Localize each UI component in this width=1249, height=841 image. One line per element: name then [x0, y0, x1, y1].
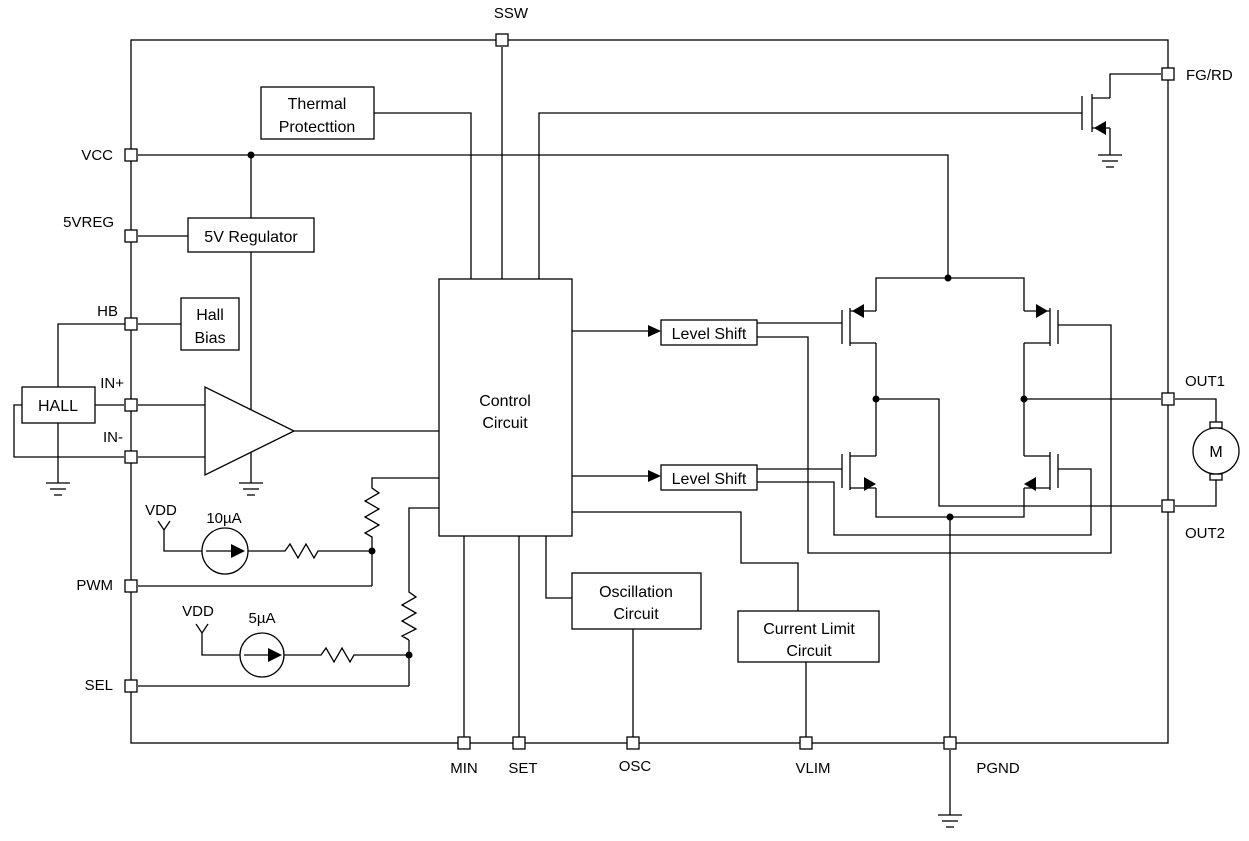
level-shift-top-label: Level Shift: [672, 326, 747, 343]
pin-label-in-minus: IN-: [103, 429, 123, 446]
vdd-top-icon: [157, 520, 171, 532]
pin-label-5vreg: 5VREG: [63, 214, 114, 231]
pin-fg-rd: [1161, 67, 1175, 81]
pin-label-min: MIN: [450, 760, 478, 777]
pin-out1: [1161, 392, 1175, 406]
pin-label-vcc: VCC: [81, 147, 113, 164]
pin-vcc: [124, 148, 138, 162]
hall-bias-label-line2: Bias: [194, 330, 225, 347]
arrow-to-level-shift-bottom-icon: [648, 470, 661, 482]
resistor-sel-horizontal-icon: [316, 646, 356, 664]
transistor-top-right-icon: [1024, 304, 1059, 346]
level-shift-top-block: Level Shift: [660, 319, 758, 346]
current-source-5ua-icon: [239, 632, 285, 678]
pin-label-vlim: VLIM: [795, 760, 830, 777]
current-limit-block: Current Limit Circuit: [737, 610, 880, 663]
motor: M: [1192, 421, 1240, 481]
vdd-bottom-icon: [195, 623, 209, 635]
pin-in-minus: [124, 450, 138, 464]
resistor-pwm-horizontal-icon: [280, 542, 320, 560]
vdd-bottom-label: VDD: [182, 603, 214, 620]
pin-pgnd: [943, 736, 957, 750]
pin-label-fg-rd: FG/RD: [1186, 67, 1233, 84]
thermal-protection-block: Thermal Protecttion: [260, 86, 375, 140]
hall-sensor-block: HALL: [21, 386, 96, 424]
control-label-line1: Control: [479, 393, 531, 410]
hall-bias-block: Hall Bias: [180, 297, 240, 351]
oscillation-circuit-block: Oscillation Circuit: [571, 572, 702, 630]
ground-comparator-icon: [239, 482, 263, 496]
comparator-icon: [204, 385, 296, 477]
chip-outline: [130, 39, 1169, 744]
pin-label-out2: OUT2: [1185, 525, 1225, 542]
pin-squares: [124, 33, 1175, 750]
current-source-10ua-icon: [201, 527, 249, 575]
pin-label-osc: OSC: [619, 758, 652, 775]
regulator-block: 5V Regulator: [187, 217, 315, 253]
pin-set: [512, 736, 526, 750]
pin-label-pwm: PWM: [76, 577, 113, 594]
resistor-sel-vertical-icon: [400, 586, 418, 641]
pin-vlim: [799, 736, 813, 750]
resistor-pwm-vertical-icon: [363, 482, 381, 540]
arrow-to-level-shift-top-icon: [648, 325, 661, 337]
pin-pwm: [124, 579, 138, 593]
pin-hb: [124, 317, 138, 331]
current-limit-label-line2: Circuit: [786, 643, 832, 660]
current-limit-label-line1: Current Limit: [763, 621, 855, 638]
ground-pgnd-icon: [938, 814, 962, 828]
pin-label-set: SET: [508, 760, 537, 777]
fg-transistor-icon: [1065, 94, 1110, 135]
pin-label-out1: OUT1: [1185, 373, 1225, 390]
junction-dots: [247, 151, 1028, 659]
pin-5vreg: [124, 229, 138, 243]
level-shift-bottom-block: Level Shift: [660, 464, 758, 491]
pin-sel: [124, 679, 138, 693]
pin-label-in-plus: IN+: [100, 375, 124, 392]
vdd-top-label: VDD: [145, 502, 177, 519]
wires: [13, 47, 1217, 815]
thermal-label-line1: Thermal: [288, 96, 347, 113]
pin-label-pgnd: PGND: [976, 760, 1020, 777]
motor-label: M: [1209, 444, 1222, 461]
ground-fg-icon: [1098, 154, 1122, 168]
pin-osc: [626, 736, 640, 750]
regulator-label: 5V Regulator: [204, 229, 298, 246]
pin-in-plus: [124, 398, 138, 412]
oscillation-label-line1: Oscillation: [599, 584, 673, 601]
pin-label-ssw: SSW: [494, 5, 529, 22]
transistor-bottom-left-icon: [841, 452, 876, 491]
ground-hall-icon: [46, 482, 70, 496]
level-shift-bottom-label: Level Shift: [672, 471, 747, 488]
oscillation-label-line2: Circuit: [613, 606, 659, 623]
pin-min: [457, 736, 471, 750]
transistor-top-left-icon: [841, 304, 876, 346]
current-10ua-label: 10µA: [206, 510, 241, 527]
control-label-line2: Circuit: [482, 415, 528, 432]
pin-label-hb: HB: [97, 303, 118, 320]
pin-labels: SSW FG/RD VCC 5VREG HB IN+ IN- PWM SEL O…: [63, 5, 1233, 777]
current-5ua-label: 5µA: [249, 610, 276, 627]
pin-label-sel: SEL: [85, 677, 113, 694]
hall-bias-label-line1: Hall: [196, 307, 224, 324]
pin-ssw: [495, 33, 509, 47]
transistor-bottom-right-icon: [1024, 452, 1059, 491]
control-circuit-block: Control Circuit: [438, 278, 573, 537]
pin-out2: [1161, 499, 1175, 513]
hall-label: HALL: [38, 398, 78, 415]
thermal-label-line2: Protecttion: [279, 119, 355, 136]
